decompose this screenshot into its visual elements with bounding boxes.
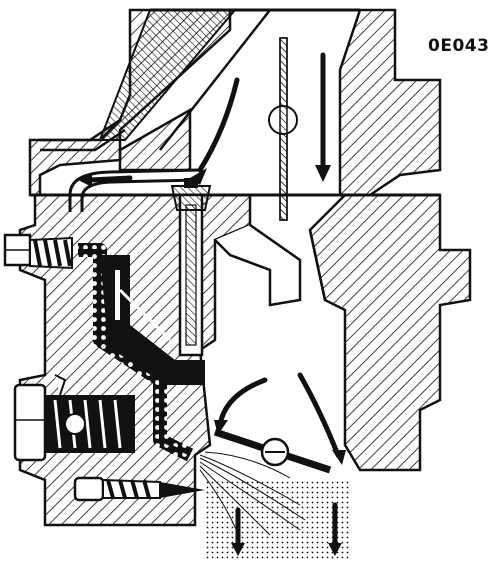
fuel-passage: [78, 243, 205, 462]
idle-screw-top: [3, 233, 73, 270]
figure-code: 0E043: [428, 36, 490, 56]
arrow-heads: [78, 165, 346, 556]
mixture-zone: [205, 480, 350, 560]
idle-mixture-screw: [73, 476, 205, 502]
throttle-plate: [213, 428, 332, 474]
airflow-arrows: [87, 52, 341, 548]
power-valve: [13, 374, 135, 462]
choke-plate: [268, 37, 298, 221]
main-nozzle: [170, 178, 212, 357]
